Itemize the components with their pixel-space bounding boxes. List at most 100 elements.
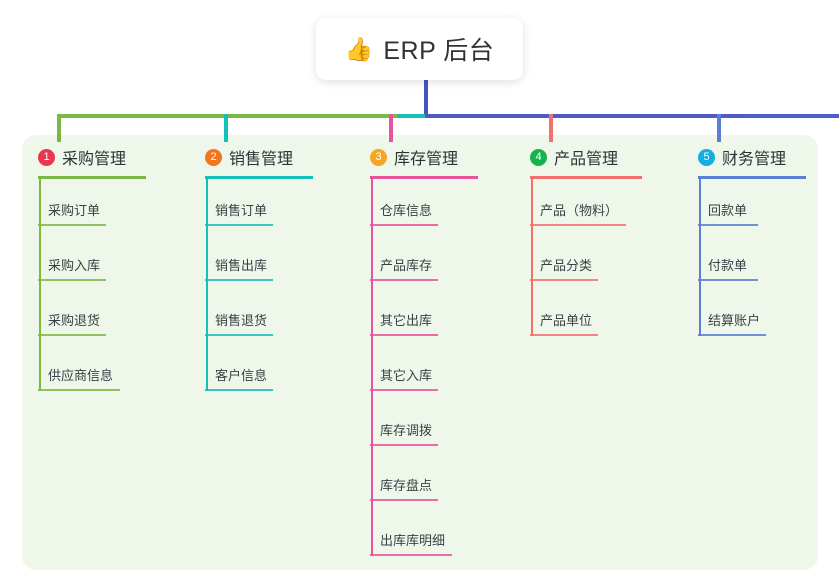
rail-blue-2 — [740, 114, 839, 118]
root-node-label: ERP 后台 — [383, 37, 495, 65]
thumbs-up-icon: 👍 — [344, 35, 374, 62]
module-item-rule — [370, 444, 438, 446]
module-title-3: 库存管理 — [394, 151, 459, 168]
module-item-label: 产品库存 — [380, 258, 433, 273]
module-item[interactable]: 采购订单 — [38, 200, 106, 226]
module-item[interactable]: 其它出库 — [370, 310, 438, 336]
module-item-rule — [38, 389, 120, 391]
trunk-connector — [424, 74, 428, 118]
module-item[interactable]: 库存调拨 — [370, 420, 438, 446]
module-item[interactable]: 产品（物料） — [530, 200, 626, 226]
module-item[interactable]: 库存盘点 — [370, 475, 438, 501]
module-header-rule-2 — [205, 176, 313, 179]
module-item[interactable]: 产品单位 — [530, 310, 598, 336]
module-item-rule — [205, 334, 273, 336]
module-header-5[interactable]: 5 财务管理 — [698, 145, 806, 169]
module-item[interactable]: 其它入库 — [370, 365, 438, 391]
drop-connector-4 — [549, 114, 553, 142]
module-title-5: 财务管理 — [722, 151, 787, 168]
module-stem-3 — [371, 178, 373, 556]
module-title-1: 采购管理 — [62, 151, 127, 168]
module-item-rule — [205, 389, 273, 391]
module-item-label: 出库库明细 — [380, 533, 446, 548]
module-item[interactable]: 销售订单 — [205, 200, 273, 226]
module-stem-1 — [39, 178, 41, 391]
module-header-rule-5 — [698, 176, 806, 179]
module-item[interactable]: 客户信息 — [205, 365, 273, 391]
module-header-rule-1 — [38, 176, 146, 179]
module-stem-4 — [531, 178, 533, 336]
module-item-label: 仓库信息 — [380, 203, 433, 218]
module-stem-5 — [699, 178, 701, 336]
module-title-4: 产品管理 — [554, 151, 619, 168]
module-item-rule — [38, 224, 106, 226]
drop-connector-2 — [224, 114, 228, 142]
module-item[interactable]: 采购入库 — [38, 255, 106, 281]
module-item-label: 采购退货 — [48, 313, 101, 328]
module-item-rule — [38, 279, 106, 281]
module-header-3[interactable]: 3 库存管理 — [370, 145, 478, 169]
module-column-5: 5 财务管理 — [698, 145, 806, 179]
module-item-label: 回款单 — [708, 203, 748, 218]
module-item-rule — [530, 224, 626, 226]
module-item[interactable]: 结算账户 — [698, 310, 766, 336]
module-item[interactable]: 出库库明细 — [370, 530, 452, 556]
module-title-2: 销售管理 — [229, 151, 294, 168]
module-item-label: 库存盘点 — [380, 478, 433, 493]
module-item-label: 付款单 — [708, 258, 748, 273]
module-item-rule — [370, 554, 452, 556]
module-item-rule — [370, 389, 438, 391]
module-badge-3: 3 — [370, 148, 387, 166]
module-item-label: 其它入库 — [380, 368, 433, 383]
module-item-label: 其它出库 — [380, 313, 433, 328]
module-item-rule — [38, 334, 106, 336]
drop-connector-3 — [389, 114, 393, 142]
module-item[interactable]: 供应商信息 — [38, 365, 120, 391]
module-item[interactable]: 产品分类 — [530, 255, 598, 281]
module-column-4: 4 产品管理 — [530, 145, 642, 179]
module-item-label: 产品单位 — [540, 313, 593, 328]
module-header-rule-3 — [370, 176, 478, 179]
module-item-rule — [370, 279, 438, 281]
module-badge-5: 5 — [698, 148, 715, 166]
module-item-label: 客户信息 — [215, 368, 268, 383]
module-item-rule — [370, 499, 438, 501]
module-badge-1: 1 — [38, 148, 55, 166]
module-header-1[interactable]: 1 采购管理 — [38, 145, 146, 169]
module-item-rule — [370, 334, 438, 336]
module-header-4[interactable]: 4 产品管理 — [530, 145, 642, 169]
module-header-rule-4 — [530, 176, 642, 179]
root-node-erp-backend[interactable]: 👍 ERP 后台 — [316, 18, 523, 80]
module-item[interactable]: 采购退货 — [38, 310, 106, 336]
modules-panel — [22, 135, 818, 570]
drop-connector-1 — [57, 114, 61, 142]
module-item-label: 产品（物料） — [540, 203, 619, 218]
module-item-label: 销售订单 — [215, 203, 268, 218]
module-item-rule — [698, 279, 758, 281]
module-stem-2 — [206, 178, 208, 391]
module-item-label: 采购订单 — [48, 203, 101, 218]
module-item-label: 销售退货 — [215, 313, 268, 328]
module-item-rule — [698, 334, 766, 336]
rail-blue — [425, 114, 741, 118]
module-item[interactable]: 仓库信息 — [370, 200, 438, 226]
module-item-label: 产品分类 — [540, 258, 593, 273]
module-item-rule — [370, 224, 438, 226]
module-item[interactable]: 回款单 — [698, 200, 758, 226]
module-item-rule — [530, 334, 598, 336]
module-item-label: 供应商信息 — [48, 368, 114, 383]
module-item[interactable]: 产品库存 — [370, 255, 438, 281]
module-item-rule — [530, 279, 598, 281]
rail-teal — [397, 114, 426, 118]
module-item-label: 结算账户 — [708, 313, 761, 328]
module-item[interactable]: 付款单 — [698, 255, 758, 281]
module-item-rule — [205, 224, 273, 226]
module-item[interactable]: 销售退货 — [205, 310, 273, 336]
module-badge-4: 4 — [530, 148, 547, 166]
module-item[interactable]: 销售出库 — [205, 255, 273, 281]
module-item-rule — [698, 224, 758, 226]
module-column-1: 1 采购管理 — [38, 145, 146, 179]
